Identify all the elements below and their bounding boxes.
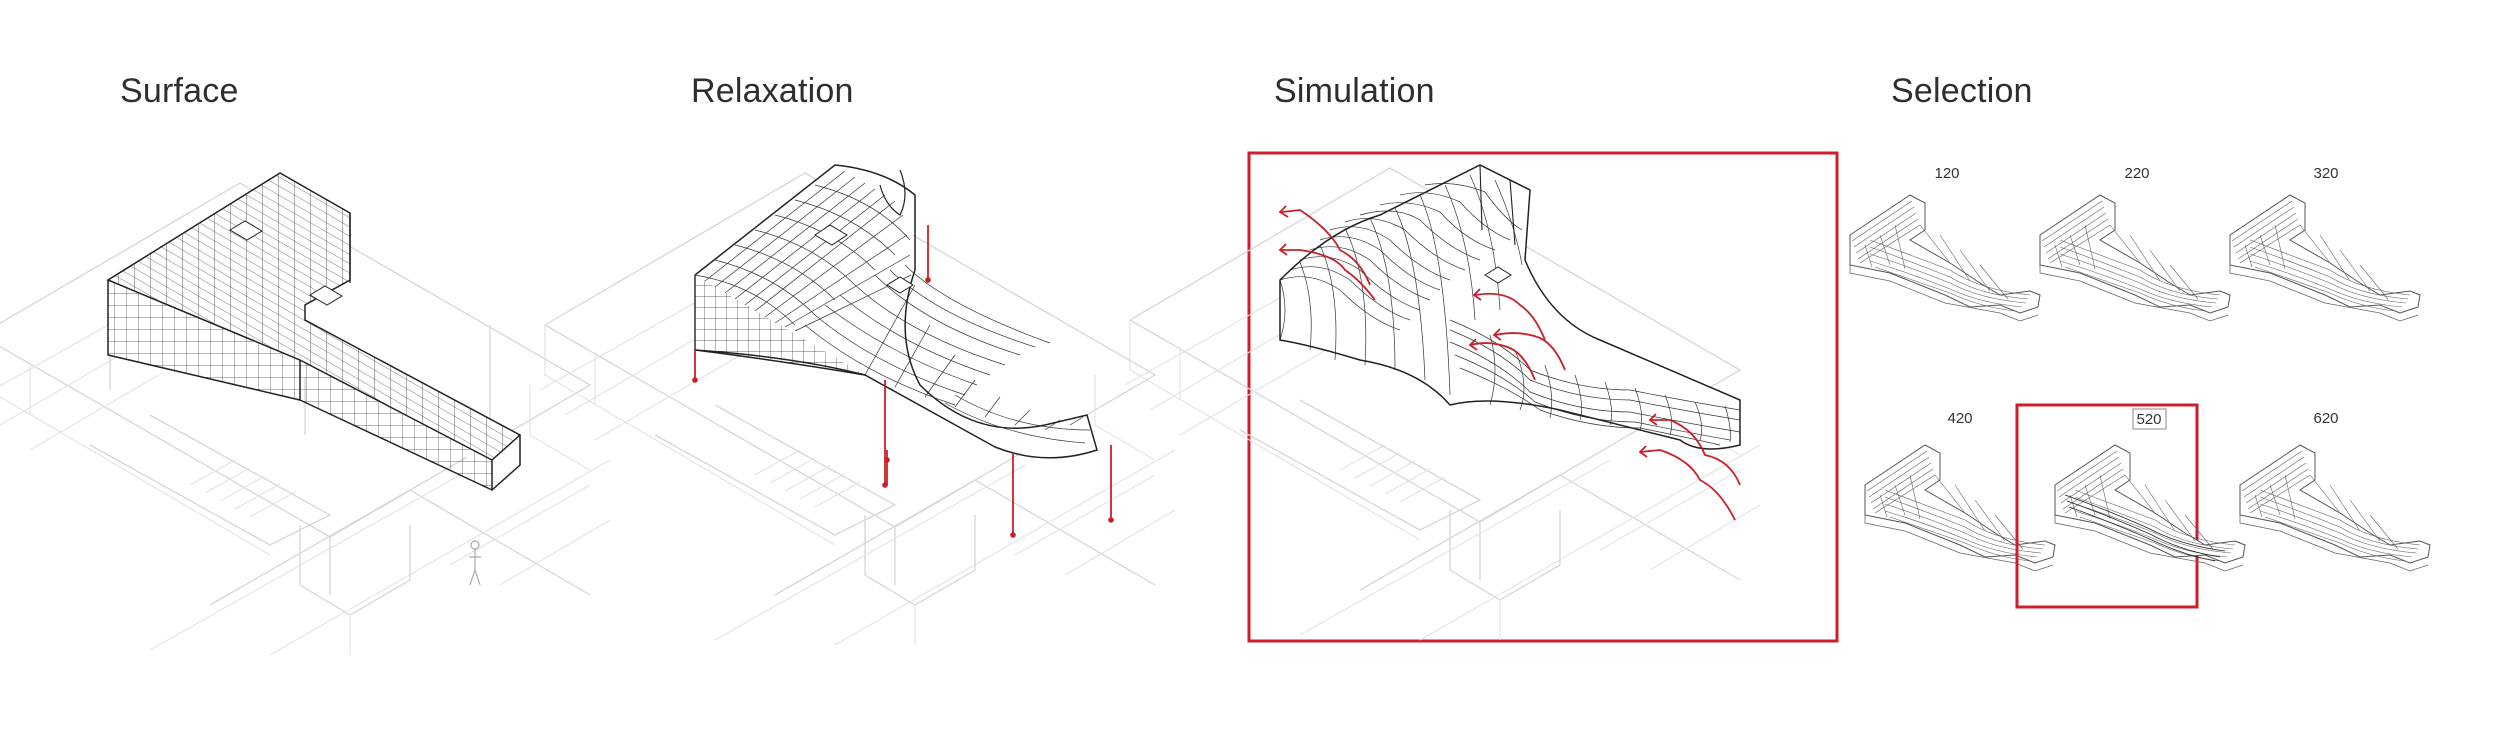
selection-option-420[interactable]	[1864, 444, 2056, 572]
selection-label-320: 320	[2313, 165, 2338, 182]
wind-arrows	[1278, 205, 1741, 521]
selection-grid: 120 220 320 420 520 620	[1849, 165, 2431, 609]
selection-label-620: 620	[2313, 410, 2338, 427]
selection-option-620[interactable]	[2239, 444, 2431, 572]
simulation-frame	[1247, 151, 1839, 643]
panel-title-surface: Surface	[120, 72, 239, 110]
selected-label-box	[2132, 408, 2167, 430]
selection-label-120: 120	[1934, 165, 1959, 182]
simulation-diagram	[1124, 164, 1761, 641]
selection-option-120[interactable]	[1849, 194, 2041, 322]
selection-label-220: 220	[2124, 165, 2149, 182]
panel-title-simulation: Simulation	[1274, 72, 1435, 110]
relaxation-diagram	[539, 164, 1176, 646]
selection-option-320[interactable]	[2229, 194, 2421, 322]
selection-label-420: 420	[1947, 410, 1972, 427]
selected-option-frame	[2015, 403, 2199, 609]
selection-label-520: 520	[2136, 411, 2161, 428]
surface-diagram	[0, 172, 611, 656]
panel-title-selection: Selection	[1891, 72, 2033, 110]
person-figure	[469, 540, 481, 586]
panel-title-relaxation: Relaxation	[691, 72, 854, 110]
selection-option-520[interactable]	[2054, 444, 2246, 572]
selection-option-220[interactable]	[2039, 194, 2231, 322]
